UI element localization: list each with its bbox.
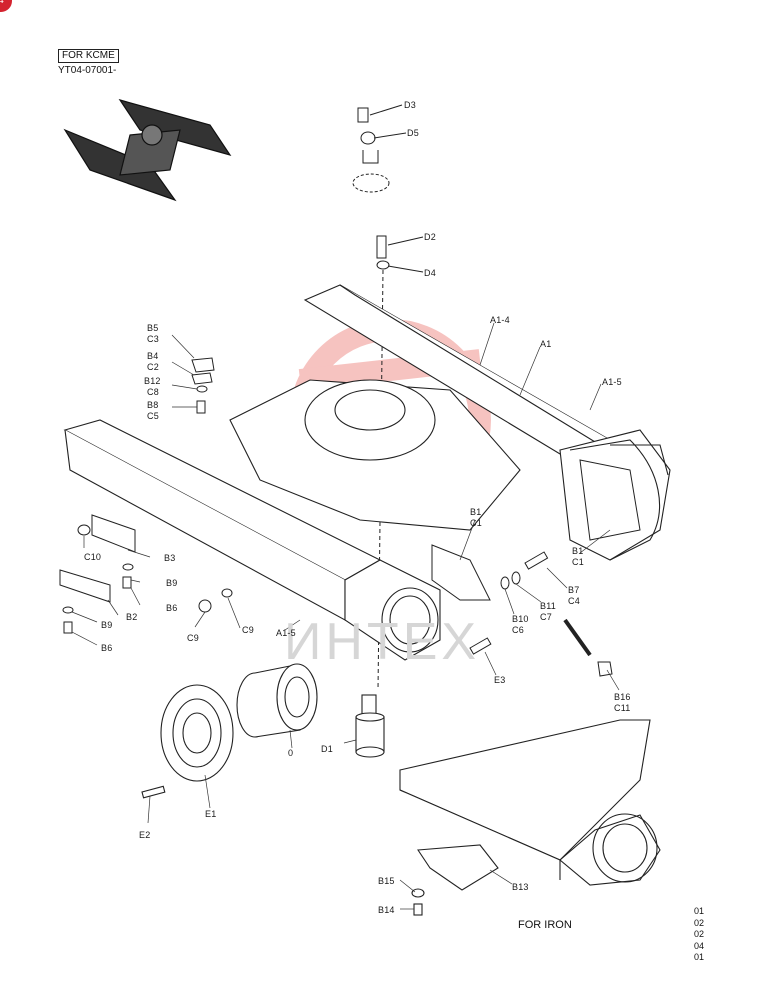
drive-sprocket: [141, 684, 234, 799]
part-label-b5: B5: [147, 323, 159, 333]
serial-range: YT04-07001-: [58, 65, 117, 76]
iron-frame-detail: [399, 719, 661, 916]
part-label-d3: D3: [404, 100, 416, 110]
part-label-c11: C11: [614, 703, 631, 713]
part-label-b11: B11: [540, 601, 556, 611]
revision-codes: 01 02 02 04 01: [694, 906, 704, 964]
part-label-e1: E1: [205, 809, 217, 819]
part-label-b6-lower: B6: [101, 643, 113, 653]
center-swivel-joint: [355, 694, 385, 758]
part-label-c7: C7: [540, 612, 552, 622]
part-label-e2: E2: [139, 830, 151, 840]
top-bolt-group: [352, 104, 407, 193]
part-label-b1-side: B1: [572, 546, 584, 556]
part-label-b10: B10: [512, 614, 529, 624]
part-label-b9-lower: B9: [101, 620, 113, 630]
part-label-d5: D5: [407, 128, 419, 138]
part-label-c8: C8: [147, 387, 159, 397]
part-label-travel-motor: 0: [288, 748, 294, 758]
part-label-d4: D4: [424, 268, 436, 278]
part-label-c9-right: C9: [242, 625, 254, 635]
part-label-c3: C3: [147, 334, 159, 344]
part-label-b6-upper: B6: [166, 603, 178, 613]
part-label-a1-4: A1-4: [490, 315, 510, 325]
part-label-c10: C10: [84, 552, 102, 562]
part-label-c5: C5: [147, 411, 159, 421]
part-label-c6: C6: [512, 625, 524, 635]
part-label-b15: B15: [378, 876, 395, 886]
watermark-text: ИНТЕХ: [284, 613, 481, 671]
part-label-b7: B7: [568, 585, 580, 595]
part-label-b12: B12: [144, 376, 161, 386]
part-label-b16: B16: [614, 692, 631, 702]
track-frame: [63, 284, 671, 661]
part-label-b9-upper: B9: [166, 578, 178, 588]
part-label-a1-5-left: A1-5: [276, 628, 296, 638]
part-label-b8: B8: [147, 400, 159, 410]
variant-note: FOR IRON: [518, 919, 572, 931]
part-label-e3: E3: [494, 675, 506, 685]
part-label-c1-side: C1: [572, 557, 584, 567]
travel-motor: [236, 663, 318, 738]
part-label-a1: A1: [540, 339, 552, 349]
rev-code: 02: [694, 917, 705, 928]
leader-lines: [71, 322, 620, 910]
part-label-b1-cover: B1: [470, 507, 482, 517]
part-label-c2: C2: [147, 362, 159, 372]
track-overview-thumbnail: [63, 98, 232, 202]
cover-plate: [431, 459, 641, 601]
part-label-b4: B4: [147, 351, 159, 361]
part-label-c9-left: C9: [187, 633, 199, 643]
left-bracket-parts: [59, 357, 233, 634]
part-label-d1: D1: [321, 744, 333, 754]
part-label-c1-cover: C1: [470, 518, 482, 528]
rev-code: 01: [694, 952, 705, 962]
rev-code: 01: [694, 906, 705, 916]
rev-code: 04: [694, 940, 705, 951]
part-label-b14: B14: [378, 905, 395, 915]
part-label-a1-5-right: A1-5: [602, 377, 622, 387]
part-label-b3: B3: [164, 553, 176, 563]
part-label-c4: C4: [568, 596, 580, 606]
rev-code: 02: [694, 929, 705, 939]
part-label-b2: B2: [126, 612, 138, 622]
model-label: FOR KCME: [58, 49, 119, 63]
part-label-b13: B13: [512, 882, 529, 892]
part-label-d2: D2: [424, 232, 436, 242]
